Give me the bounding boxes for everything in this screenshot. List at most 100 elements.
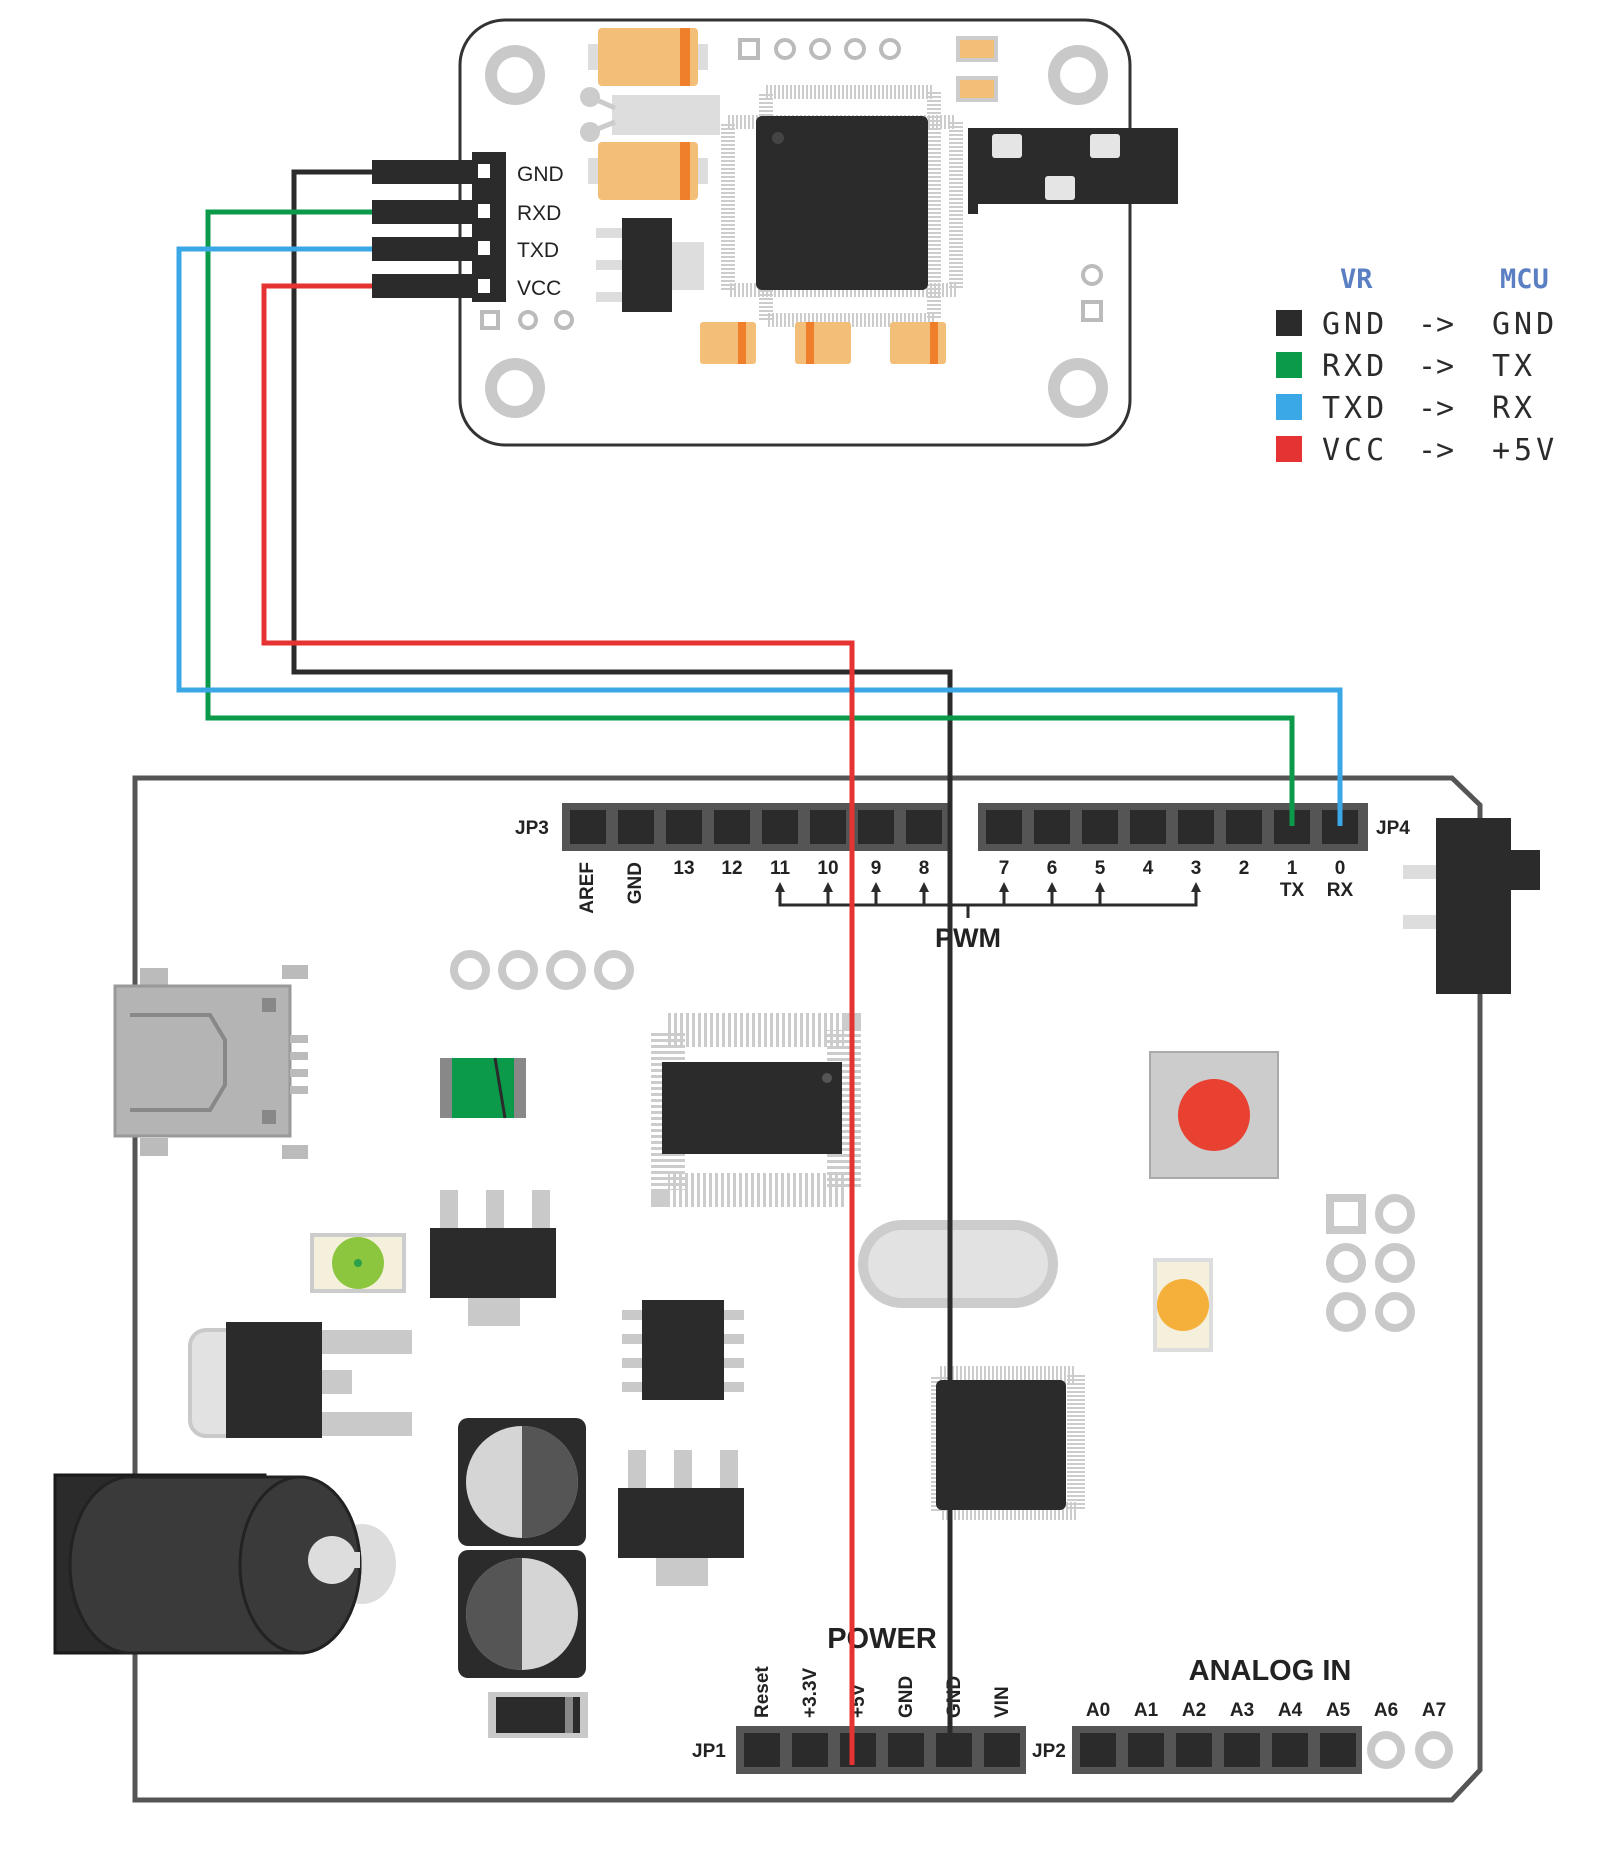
- analog-pin-label: A1: [1134, 1700, 1159, 1721]
- module-pin-label: TXD: [517, 239, 559, 262]
- voice-module: GND RXD TXD VCC: [372, 18, 1178, 447]
- legend-vr-label: GND: [1322, 307, 1388, 342]
- header-jp1: [736, 1726, 1026, 1774]
- audio-jack: [968, 128, 1178, 214]
- legend-swatch-rxd: [1276, 352, 1302, 378]
- arduino-board: JP3 JP4 AREF GND 13 12 11 10 9 8 7 6 5 4…: [53, 775, 1540, 1803]
- jp3-pin-label: 8: [919, 858, 930, 879]
- pad: [879, 38, 901, 60]
- capacitor: [588, 142, 708, 200]
- legend-vr-label: RXD: [1322, 349, 1388, 384]
- voltage-regulator: [430, 1190, 556, 1326]
- capacitor: [700, 322, 756, 364]
- legend-arrow: ->: [1418, 307, 1454, 342]
- electrolytic-capacitor: [458, 1418, 586, 1546]
- legend-mcu-label: +5V: [1492, 433, 1558, 468]
- legend-arrow: ->: [1418, 349, 1454, 384]
- pad: [594, 950, 634, 990]
- pad: [738, 38, 760, 60]
- reset-button: [1149, 1051, 1279, 1179]
- jp3-pin-label: 11: [770, 858, 791, 879]
- jp4-label: JP4: [1376, 818, 1410, 839]
- jp4-pin-label: 4: [1143, 858, 1154, 879]
- analog-pin-label: A2: [1182, 1700, 1206, 1721]
- jp3-pin-label: 10: [817, 858, 838, 879]
- pad: [546, 950, 586, 990]
- crystal-oscillator: [858, 1220, 1058, 1308]
- jp4-pin-label: 2: [1239, 858, 1250, 879]
- capacitor: [890, 322, 946, 364]
- analog-pin-label: A3: [1230, 1700, 1254, 1721]
- analog-pin-label: A5: [1326, 1700, 1351, 1721]
- pad: [1415, 1731, 1453, 1769]
- capacitor: [588, 28, 708, 86]
- jp4-pin-label: 3: [1191, 858, 1202, 879]
- main-chip: [721, 85, 963, 327]
- dc-jack: [53, 1473, 396, 1655]
- inductor: [440, 1057, 526, 1119]
- power-pin-label: GND: [896, 1676, 917, 1718]
- analog-pin-label: A7: [1422, 1700, 1446, 1721]
- power-regulator: [188, 1322, 412, 1438]
- crystal: [580, 87, 720, 142]
- mounting-hole: [1048, 45, 1108, 105]
- mounting-hole: [485, 358, 545, 418]
- legend-header-mcu: MCU: [1500, 264, 1549, 295]
- wire-rxd: [205, 209, 1295, 826]
- legend-mcu-label: RX: [1492, 391, 1536, 426]
- legend-vr-label: TXD: [1322, 391, 1388, 426]
- regulator: [596, 218, 704, 312]
- mounting-hole: [1048, 358, 1108, 418]
- legend-arrow: ->: [1418, 391, 1454, 426]
- icsp-header: [1326, 1194, 1415, 1332]
- jp4-pin-label: 7: [999, 858, 1010, 879]
- led: [956, 36, 998, 62]
- small-chip: [622, 1300, 744, 1400]
- wires: [176, 169, 1343, 1765]
- jp3-pin-label: 13: [673, 858, 694, 879]
- pad: [1367, 1731, 1405, 1769]
- bottom-regulator: [618, 1450, 744, 1586]
- wire-txd: [176, 246, 1343, 826]
- jp3-pin-label: AREF: [577, 862, 598, 914]
- pwm-bracket: [778, 890, 1198, 918]
- jp1-label: JP1: [692, 1741, 726, 1762]
- wire-vcc: [261, 283, 855, 1765]
- header-jp4: [978, 803, 1368, 851]
- module-pin-label: GND: [517, 163, 564, 186]
- jp4-pin-label: 5: [1095, 858, 1106, 879]
- tx-label: TX: [1280, 880, 1305, 901]
- power-switch: [1403, 818, 1540, 994]
- jp3-pin-label: 12: [721, 858, 742, 879]
- microcontroller: [931, 1366, 1085, 1520]
- jp4-pin-label: 1: [1287, 858, 1298, 879]
- pad: [450, 950, 490, 990]
- pad: [480, 310, 500, 330]
- pad: [1081, 300, 1103, 322]
- pad: [774, 38, 796, 60]
- module-pin-label: VCC: [517, 277, 561, 300]
- jp4-pin-label: 0: [1335, 858, 1346, 879]
- pwm-arrows: [775, 882, 1201, 892]
- pad: [809, 38, 831, 60]
- mounting-hole: [485, 45, 545, 105]
- legend-swatch-vcc: [1276, 436, 1302, 462]
- usb-chip: [651, 1013, 861, 1207]
- capacitor: [795, 322, 851, 364]
- power-led: [310, 1233, 406, 1293]
- power-pin-label: +3.3V: [800, 1667, 821, 1718]
- power-label: POWER: [827, 1623, 937, 1655]
- module-pin-label: RXD: [517, 202, 561, 225]
- rx-label: RX: [1327, 880, 1354, 901]
- usb-connector: [113, 965, 308, 1159]
- legend-swatch-txd: [1276, 394, 1302, 420]
- legend-vr-label: VCC: [1322, 433, 1388, 468]
- wire-gnd: [291, 169, 953, 1765]
- electrolytic-capacitor: [458, 1550, 586, 1678]
- legend-swatch-gnd: [1276, 310, 1302, 336]
- pad: [1081, 264, 1103, 286]
- jp3-pin-label: 9: [871, 858, 882, 879]
- pad: [554, 310, 574, 330]
- legend-mcu-label: TX: [1492, 349, 1536, 384]
